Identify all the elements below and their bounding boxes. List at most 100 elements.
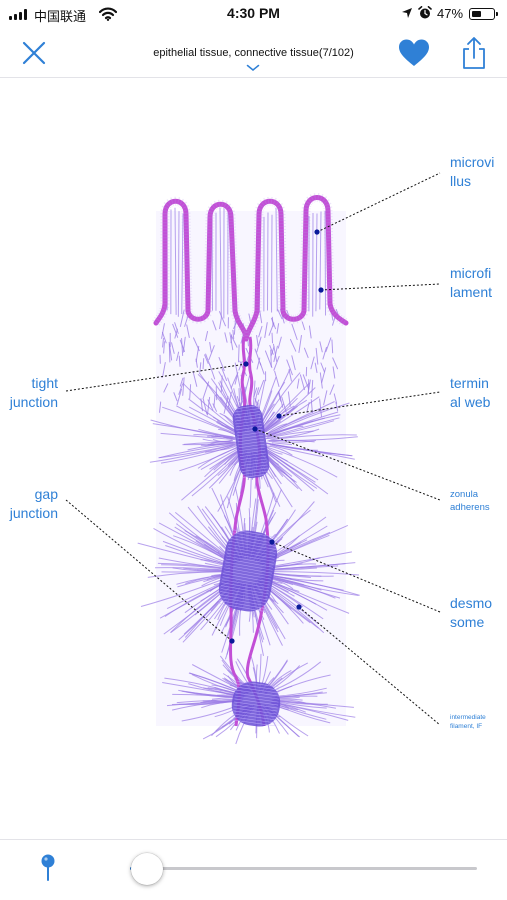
lower-desmosome-band-stripe [233,707,277,715]
apical-filament [234,375,238,385]
label-microfilament[interactable]: microfi lament [450,265,493,300]
page-title[interactable]: epithelial tissue, connective tissue(7/1… [153,47,354,59]
lower-desmosome-band-stripe [231,719,276,727]
label-marker-dot [229,638,235,644]
desmosome-band-stripe [223,570,271,580]
apical-filament [303,347,309,359]
desmosome-band-stripe [221,582,269,592]
chevron-down-icon[interactable] [246,64,260,72]
apical-filament [274,370,280,388]
slider-thumb[interactable] [131,853,163,885]
heart-icon[interactable] [398,38,430,68]
zonula-adherens-band-stripe [239,449,266,455]
terminal-web-filament [266,428,320,439]
apical-filament [202,358,205,370]
right-cell-membrane [245,336,270,727]
terminal-web-filament [265,430,314,440]
lower-desmosome-band-stripe [236,680,281,688]
apical-filament [179,377,184,387]
microvillus-filament [181,213,184,314]
zonula-adherens-band [232,404,270,479]
terminal-web-filament [159,443,234,459]
label-tight-junction[interactable]: tight junction [9,375,58,410]
apical-filament [307,379,311,395]
apical-filament [273,355,280,371]
zonula-adherens-band-stripe [237,437,264,443]
apical-filament [332,357,339,370]
status-bar: 中国联通 4:30 PM 47% [0,0,507,28]
leader-zonula-adherens [254,428,441,501]
apical-filament [189,384,192,399]
label-microvillus[interactable]: microvi llus [450,154,495,189]
desmosome-band-stripe [229,537,277,547]
apical-filament [208,345,215,361]
leader-terminal-web [278,391,441,417]
terminal-web-filament [181,448,243,501]
desmosome-band-stripe [224,567,272,577]
lower-desmosome-band-stripe [234,695,279,703]
close-icon[interactable] [20,39,48,67]
pin-icon[interactable] [39,854,57,882]
label-gap-junction[interactable]: gap junction [9,486,58,521]
apical-filament [299,374,305,391]
apical-filament [254,348,262,366]
apical-filament [163,383,169,393]
apical-filament [332,316,336,326]
terminal-web-filament [209,449,239,470]
apical-filament [323,390,328,406]
apical-filament [277,391,282,402]
label-terminal-web[interactable]: termin al web [450,375,491,410]
apical-filament [206,396,211,416]
diagram-view: microvi llus microfi lament tight juncti… [0,79,507,839]
terminal-web-filament [265,446,283,455]
desmosome-band-stripe [228,543,276,553]
apical-filament [258,325,263,338]
zonula-adherens-band-stripe [233,405,260,410]
terminal-web-filament [271,442,293,446]
label-intermediate-filament[interactable]: intermediate filament, IF [450,714,486,730]
desmosome-band-stripe [219,594,267,604]
apical-filament [176,388,182,406]
apical-filament [182,377,185,396]
nav-bar: epithelial tissue, connective tissue(7/1… [0,28,507,78]
microvillus-membrane [153,195,349,342]
microvillus-glycocalyx [152,193,349,341]
desmosome-filament [265,574,360,596]
cell-junction-diagram [65,172,441,745]
desmosome-band-stripe [227,546,276,556]
label-zonula-adherens[interactable]: zonula adherens [450,489,490,513]
desmosome-band-stripe [228,540,277,550]
apical-filament [186,324,190,339]
lower-desmosome-band-stripe [235,692,279,700]
apical-filament [238,361,243,371]
label-desmosome[interactable]: desmo some [450,595,493,630]
apical-filament [205,353,211,367]
apical-filament [301,321,306,331]
desmosome-band-stripe [226,552,275,562]
terminal-web-filament [160,432,235,441]
desmosome-filament [140,576,229,607]
zonula-adherens-band-stripe [238,440,265,446]
apical-filament [176,351,180,362]
apical-filament [161,323,165,339]
desmosome-band-stripe [225,561,273,571]
progress-slider[interactable] [130,867,477,870]
apical-filament [256,336,262,353]
lower-desmosome-band-stripe [231,716,276,724]
lower-desmosome-band-stripe [232,710,277,718]
desmosome-band-stripe [221,585,269,595]
desmosome-band-stripe [226,555,274,565]
apical-filament [314,362,318,373]
leader-microvillus [316,172,441,233]
apical-filament [224,332,228,343]
lower-desmosome-band-stripe [235,689,280,697]
desmosome-band-stripe [225,558,274,568]
lower-desmosome-band-stripe [234,698,279,706]
zonula-adherens-band-stripe [242,467,268,472]
desmosome-band-stripe [230,529,279,539]
zonula-adherens-band-stripe [242,470,269,475]
desmosome-band-stripe [229,535,278,544]
share-icon[interactable] [461,36,487,70]
apical-filament [159,401,162,413]
desmosome-band-stripe [223,573,271,583]
